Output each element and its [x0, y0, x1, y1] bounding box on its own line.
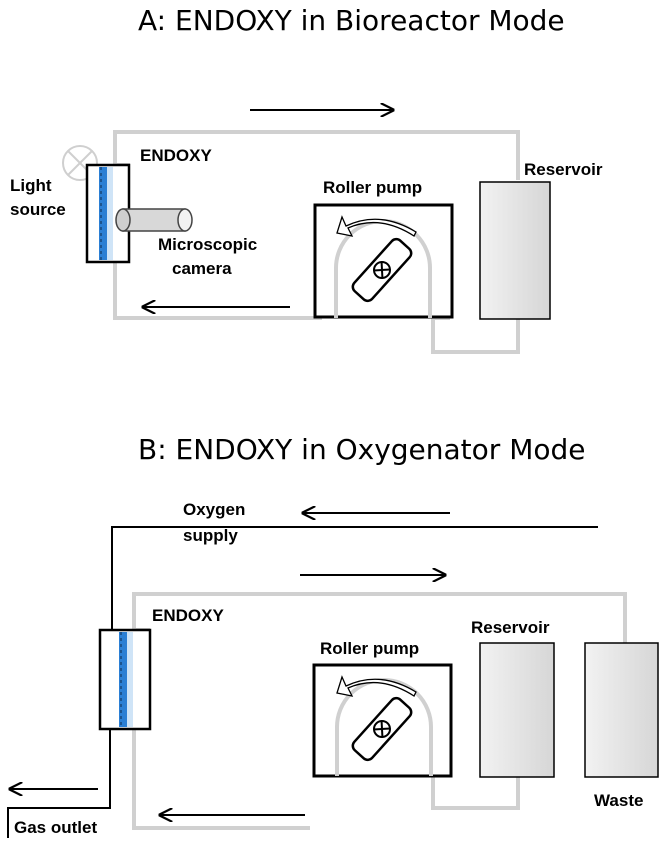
reservoir: [479, 642, 555, 778]
rotation-arrow-icon: [336, 675, 417, 697]
roller-pump-label: Roller pump: [323, 178, 422, 197]
panel-b: B: ENDOXY in Oxygenator Mode Oxygen supp…: [7, 433, 659, 838]
gas-lines: [7, 526, 598, 838]
roller-pump: [312, 663, 453, 778]
waste-container: [584, 642, 659, 778]
roller-pump-label: Roller pump: [320, 639, 419, 658]
camera-label-2: camera: [172, 259, 232, 278]
reservoir: [479, 181, 551, 320]
panel-b-title: B: ENDOXY in Oxygenator Mode: [138, 433, 586, 466]
waste-label: Waste: [594, 791, 643, 810]
rotor-icon: [351, 696, 413, 762]
rotation-arrow-icon: [336, 215, 417, 237]
reservoir-label: Reservoir: [524, 160, 603, 179]
endoxy-device: [85, 163, 131, 264]
light-source-label-1: Light: [10, 176, 52, 195]
oxygen-supply-label-2: supply: [183, 526, 238, 545]
endoxy-label: ENDOXY: [140, 146, 212, 165]
camera-icon: [115, 208, 193, 232]
gas-outlet-label: Gas outlet: [14, 818, 97, 837]
camera-label-1: Microscopic: [158, 235, 257, 254]
panel-a: A: ENDOXY in Bioreactor Mode Light sourc…: [10, 4, 603, 354]
oxygen-supply-label-1: Oxygen: [183, 500, 245, 519]
endoxy-label: ENDOXY: [152, 606, 224, 625]
endoxy-device: [98, 628, 152, 731]
roller-pump: [313, 203, 454, 319]
light-source-label-2: source: [10, 200, 66, 219]
reservoir-label: Reservoir: [471, 618, 550, 637]
rotor-icon: [351, 237, 413, 303]
panel-a-title: A: ENDOXY in Bioreactor Mode: [138, 4, 565, 37]
